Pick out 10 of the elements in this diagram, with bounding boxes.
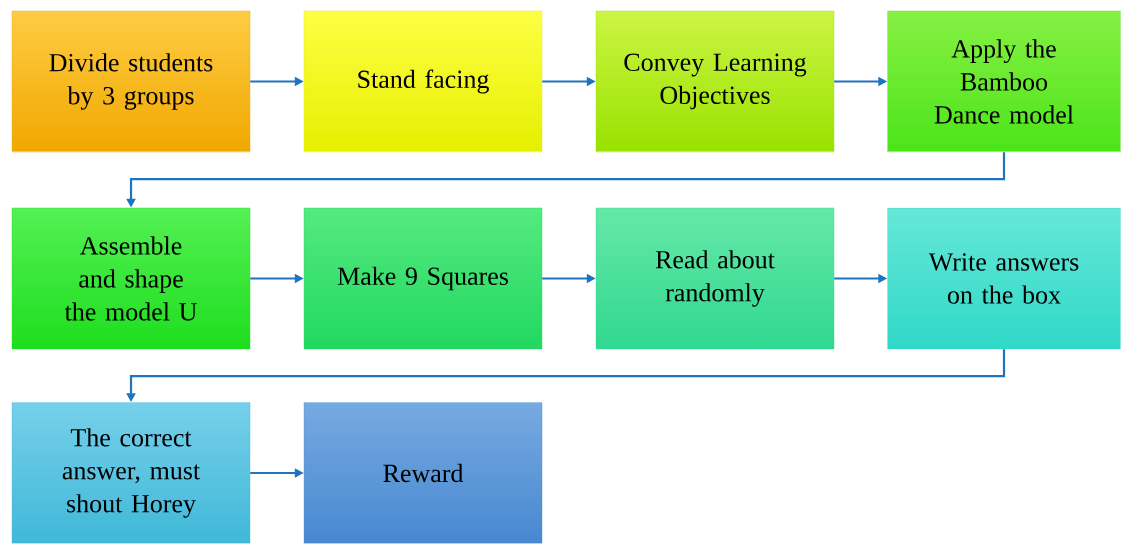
process-box: Divide students by 3 groups [11, 10, 251, 153]
process-box: The correct answer, must shout Horey [11, 402, 251, 544]
process-box: Make 9 Squares [303, 207, 543, 350]
process-box: Read about randomly [595, 207, 835, 350]
process-box: Reward [303, 402, 543, 544]
process-box: Convey Learning Objectives [595, 10, 835, 153]
process-box: Write answers on the box [887, 207, 1121, 350]
process-box: Assemble and shape the model U [11, 207, 251, 350]
process-box: Stand facing [303, 10, 543, 153]
process-box: Apply the Bamboo Dance model [887, 10, 1121, 153]
